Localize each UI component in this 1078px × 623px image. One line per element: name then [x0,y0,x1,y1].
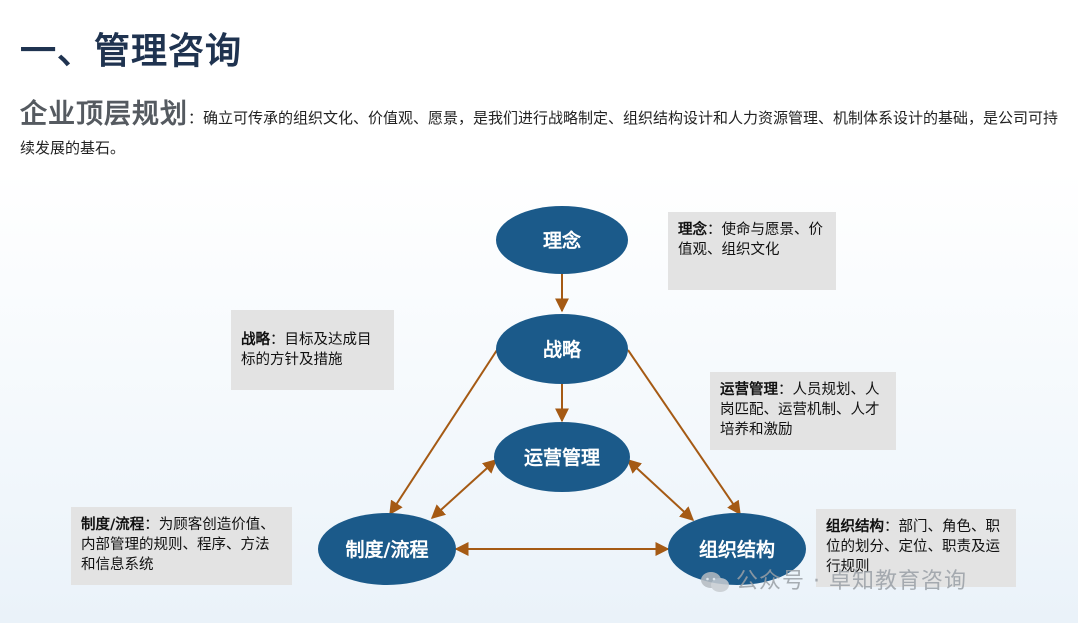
arrow-operations-structure [626,459,695,521]
wechat-icon [701,572,729,592]
note-idea: 理念：使命与愿景、价值观、组织文化 [668,212,836,290]
note-idea-desc: ：使命与愿景、价值观、组织文化 [678,222,823,258]
node-strategy-label: 战略 [543,338,582,361]
note-structure-term: 组织结构 [826,519,884,535]
intro-paragraph: 企业顶层规划：确立可传承的组织文化、价值观、愿景，是我们进行战略制定、组织结构设… [20,100,1060,163]
arrow-strategy-to-system [389,349,498,516]
note-system-term: 制度/流程 [81,517,145,533]
arrow-operations-system [430,459,498,519]
node-structure: 组织结构 [668,513,806,585]
node-operations: 运营管理 [494,422,630,492]
node-strategy: 战略 [496,314,628,384]
node-idea: 理念 [496,206,628,274]
arrow-strategy-to-structure [627,349,741,516]
watermark: 公众号 · 卓知教育咨询 [700,563,967,595]
page-title: 一、管理咨询 [20,31,243,72]
note-system-desc: ：为顾客创造价值、内部管理的规则、程序、方法和信息系统 [81,517,275,573]
note-system: 制度/流程：为顾客创造价值、内部管理的规则、程序、方法和信息系统 [71,507,292,585]
note-operations-desc: ：人员规划、人岗匹配、运营机制、人才培养和激励 [720,382,880,438]
node-system-label: 制度/流程 [346,538,429,561]
node-structure-label: 组织结构 [699,538,775,561]
note-operations: 运营管理：人员规划、人岗匹配、运营机制、人才培养和激励 [710,372,896,450]
note-strategy: 战略：目标及达成目标的方针及措施 [231,310,394,390]
note-strategy-term: 战略 [241,332,270,348]
watermark-text: 公众号 · 卓知教育咨询 [736,569,967,594]
note-structure: 组织结构：部门、角色、职位的划分、定位、职责及运行规则 [816,509,1016,587]
node-idea-label: 理念 [543,229,581,252]
note-idea-term: 理念 [678,222,707,238]
intro-text: ：确立可传承的组织文化、价值观、愿景，是我们进行战略制定、组织结构设计和人力资源… [20,109,1059,157]
node-system: 制度/流程 [318,513,456,585]
note-operations-term: 运营管理 [720,382,778,398]
intro-heading: 企业顶层规划 [20,99,188,130]
note-structure-desc: ：部门、角色、职位的划分、定位、职责及运行规则 [826,519,1000,575]
note-strategy-desc: ：目标及达成目标的方针及措施 [241,332,372,368]
node-operations-label: 运营管理 [524,446,600,469]
